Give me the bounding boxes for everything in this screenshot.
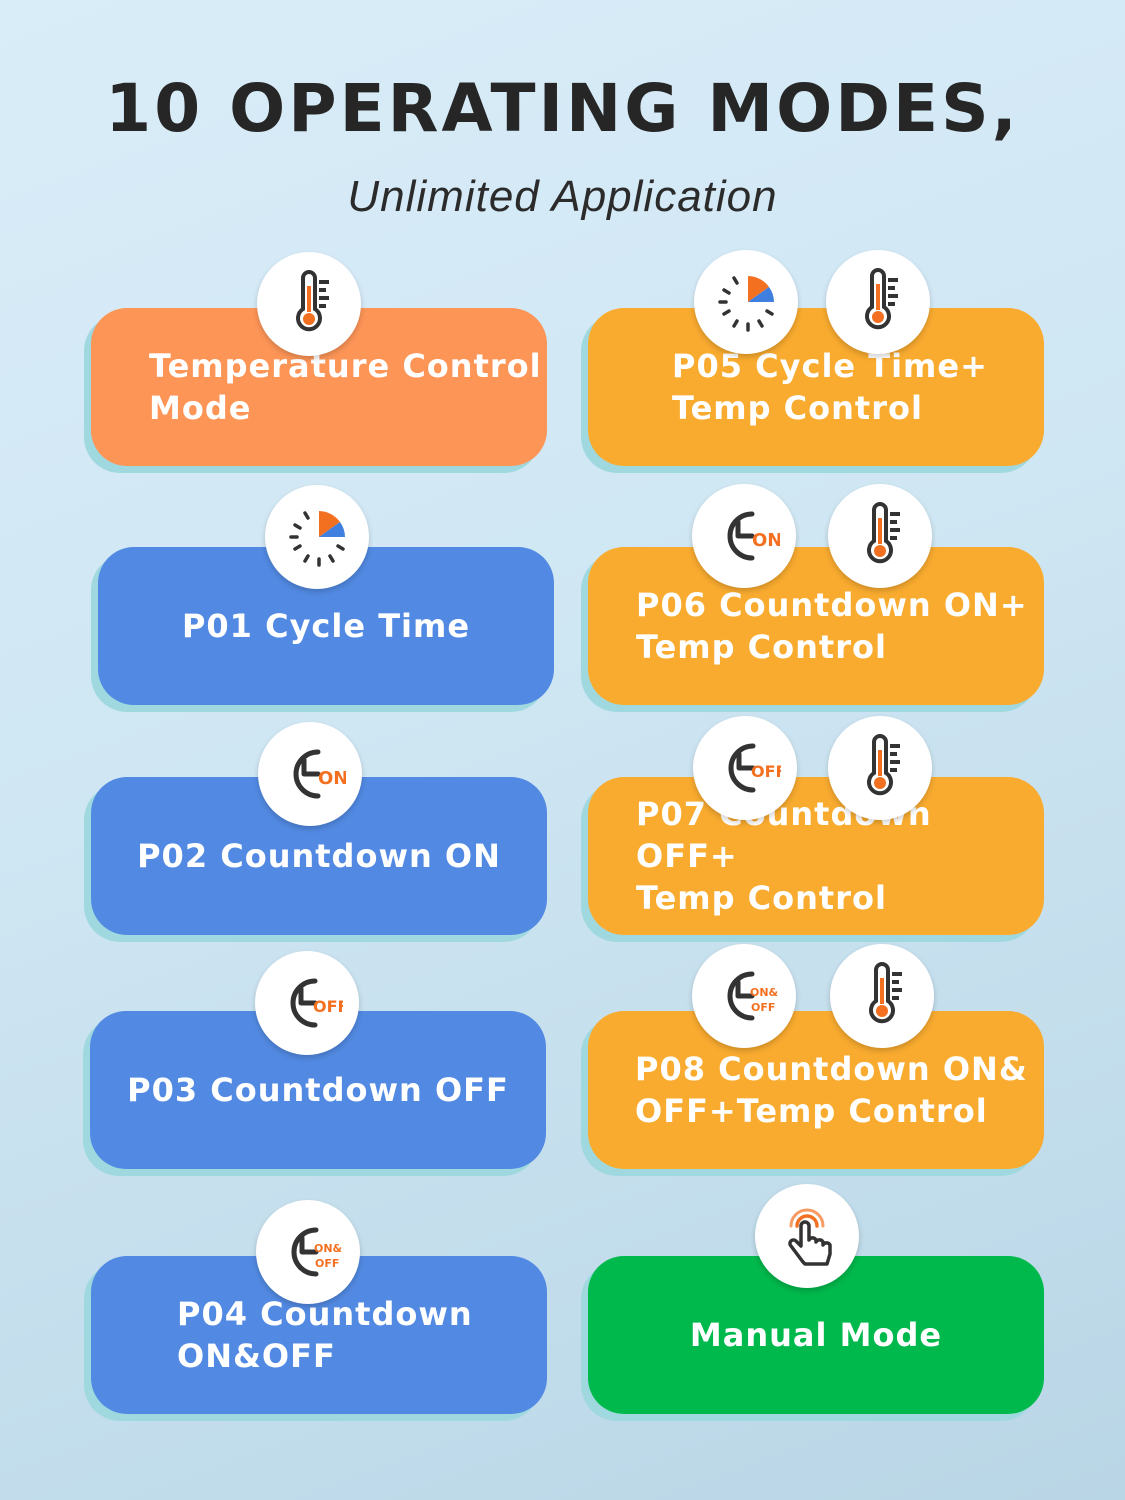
icon-off-text: OFF bbox=[313, 997, 343, 1016]
countdown-on-off-icon: ON& OFF bbox=[256, 1200, 360, 1304]
page-title: 10 OPERATING MODES, bbox=[105, 70, 1020, 147]
countdown-on-icon: ON bbox=[692, 484, 796, 588]
countdown-off-icon: OFF bbox=[693, 716, 797, 820]
mode-label: P02 Countdown ON bbox=[137, 837, 501, 875]
icon-off-small-text: OFF bbox=[315, 1257, 339, 1270]
icon-on-amp-text: ON& bbox=[750, 986, 779, 999]
mode-label: P08 Countdown ON& OFF+Temp Control bbox=[635, 1050, 1028, 1130]
mode-card-p05[interactable]: P05 Cycle Time+ Temp Control bbox=[588, 308, 1044, 466]
cycle-timer-icon bbox=[265, 485, 369, 589]
mode-label: P07 Countdown OFF+ Temp Control bbox=[636, 795, 932, 917]
mode-card-p08[interactable]: P08 Countdown ON& OFF+Temp Control bbox=[588, 1011, 1044, 1169]
mode-card-p06[interactable]: P06 Countdown ON+ Temp Control bbox=[588, 547, 1044, 705]
countdown-on-off-icon: ON& OFF bbox=[692, 944, 796, 1048]
mode-label: P06 Countdown ON+ Temp Control bbox=[636, 586, 1028, 666]
mode-label: Manual Mode bbox=[689, 1316, 943, 1354]
mode-label: P04 Countdown ON&OFF bbox=[177, 1295, 473, 1375]
icon-on-amp-text: ON& bbox=[314, 1242, 343, 1255]
thermometer-icon bbox=[830, 944, 934, 1048]
page-subtitle: Unlimited Application bbox=[347, 172, 778, 221]
hand-tap-icon bbox=[755, 1184, 859, 1288]
icon-on-text: ON bbox=[752, 530, 780, 551]
mode-card-p07[interactable]: P07 Countdown OFF+ Temp Control bbox=[588, 777, 1044, 935]
icon-on-text: ON bbox=[318, 768, 346, 789]
thermometer-icon bbox=[828, 716, 932, 820]
thermometer-icon bbox=[826, 250, 930, 354]
countdown-on-icon: ON bbox=[258, 722, 362, 826]
cycle-timer-icon bbox=[694, 250, 798, 354]
mode-label: P05 Cycle Time+ Temp Control bbox=[672, 347, 988, 427]
countdown-off-icon: OFF bbox=[255, 951, 359, 1055]
mode-label: P01 Cycle Time bbox=[181, 607, 471, 645]
mode-label: Temperature Control Mode bbox=[149, 347, 542, 427]
icon-off-small-text: OFF bbox=[751, 1001, 775, 1014]
thermometer-icon bbox=[257, 252, 361, 356]
mode-label: P03 Countdown OFF bbox=[127, 1071, 509, 1109]
icon-off-text: OFF bbox=[751, 762, 781, 781]
thermometer-icon bbox=[828, 484, 932, 588]
